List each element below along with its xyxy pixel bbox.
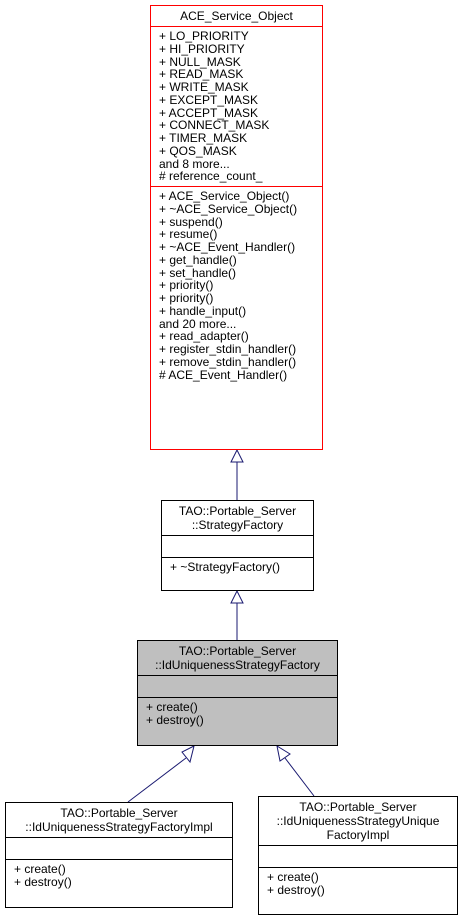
edge-unique-impl-to-iduniqueness [284,757,315,797]
attribute: + LO_PRIORITY [159,29,249,43]
methods-section: + create() + destroy() [259,867,457,900]
class-title: TAO::Portable_Server ::IdUniquenessStrat… [259,797,457,845]
more-methods: and 20 more... [159,316,237,331]
attribute: + TIMER_MASK [159,131,248,145]
method: + create() [14,862,66,876]
method: + ACE_Service_Object() [159,189,290,203]
method: + destroy() [267,882,325,897]
class-title: TAO::Portable_Server ::IdUniquenessStrat… [138,641,337,675]
class-id-uniqueness-strategy-unique-factory-impl[interactable]: TAO::Portable_Server ::IdUniquenessStrat… [258,796,458,915]
attribute: + ACCEPT_MASK [159,105,259,120]
method: + read_adapter() [159,329,249,344]
method: + create() [267,870,319,884]
attributes-section [259,845,457,867]
attribute: + HI_PRIORITY [159,41,245,56]
method: + priority() [159,291,214,305]
attribute: + WRITE_MASK [159,80,249,94]
methods-section: + create() + destroy() [138,697,337,730]
attribute: + CONNECT_MASK [159,118,270,133]
class-name-line: TAO::Portable_Server [178,504,297,518]
method: + get_handle() [159,252,237,267]
methods-section: + ~StrategyFactory() [162,557,313,577]
method: + priority() [159,278,214,293]
attributes-section [162,535,313,557]
methods-section: + create() + destroy() [6,859,232,892]
method: + resume() [159,227,218,242]
method: + destroy() [146,712,204,727]
attributes-section [138,675,337,697]
class-id-uniqueness-strategy-factory-impl[interactable]: TAO::Portable_Server ::IdUniquenessStrat… [5,802,233,908]
method: + suspend() [159,214,223,229]
class-name-line: ACE_Service_Object [180,9,293,23]
arrowhead-strategyfactory [230,589,244,604]
more-attributes: and 8 more... [159,156,230,171]
method: + ~ACE_Service_Object() [159,201,298,216]
class-ace-service-object[interactable]: ACE_Service_Object + LO_PRIORITY + HI_PR… [150,5,323,450]
method: + set_handle() [159,265,237,280]
method: # ACE_Event_Handler() [159,367,288,382]
attribute: + NULL_MASK [159,54,241,69]
attribute: + EXCEPT_MASK [159,92,259,107]
method: + destroy() [14,874,72,889]
class-name-line: TAO::Portable_Server [178,644,297,658]
class-name-line: ::IdUniquenessStrategyUnique [276,814,440,828]
class-title: TAO::Portable_Server ::StrategyFactory [162,501,313,535]
attribute: + READ_MASK [159,67,244,82]
attributes-section [6,837,232,859]
method: + register_stdin_handler() [159,342,297,356]
arrowhead-iduniqueness-left [181,745,195,764]
method: + create() [146,700,198,714]
arrowhead-iduniqueness-right [276,744,291,762]
class-name-line: ::IdUniquenessStrategyFactory [155,658,320,672]
class-name-line: TAO::Portable_Server [60,806,178,820]
class-strategy-factory[interactable]: TAO::Portable_Server ::StrategyFactory +… [161,500,314,591]
method: + ~ACE_Event_Handler() [159,240,296,254]
class-name-line: ::IdUniquenessStrategyFactoryImpl [25,820,213,834]
class-title: TAO::Portable_Server ::IdUniquenessStrat… [6,803,232,837]
class-name-line: FactoryImpl [326,828,390,842]
class-title: ACE_Service_Object [151,6,322,26]
class-name-line: ::StrategyFactory [191,518,284,532]
method: + handle_input() [159,303,247,318]
methods-section: + ACE_Service_Object() + ~ACE_Service_Ob… [151,186,322,384]
attribute: # reference_count_ [159,169,263,184]
class-id-uniqueness-strategy-factory[interactable]: TAO::Portable_Server ::IdUniquenessStrat… [137,640,338,746]
method: + remove_stdin_handler() [159,354,297,369]
attributes-section: + LO_PRIORITY + HI_PRIORITY + NULL_MASK … [151,26,322,186]
method: + ~StrategyFactory() [170,560,281,574]
class-name-line: TAO::Portable_Server [299,800,417,814]
edge-impl-to-iduniqueness [127,757,187,803]
attribute: + QOS_MASK [159,143,237,158]
arrowhead-ace-service-object [230,448,244,463]
